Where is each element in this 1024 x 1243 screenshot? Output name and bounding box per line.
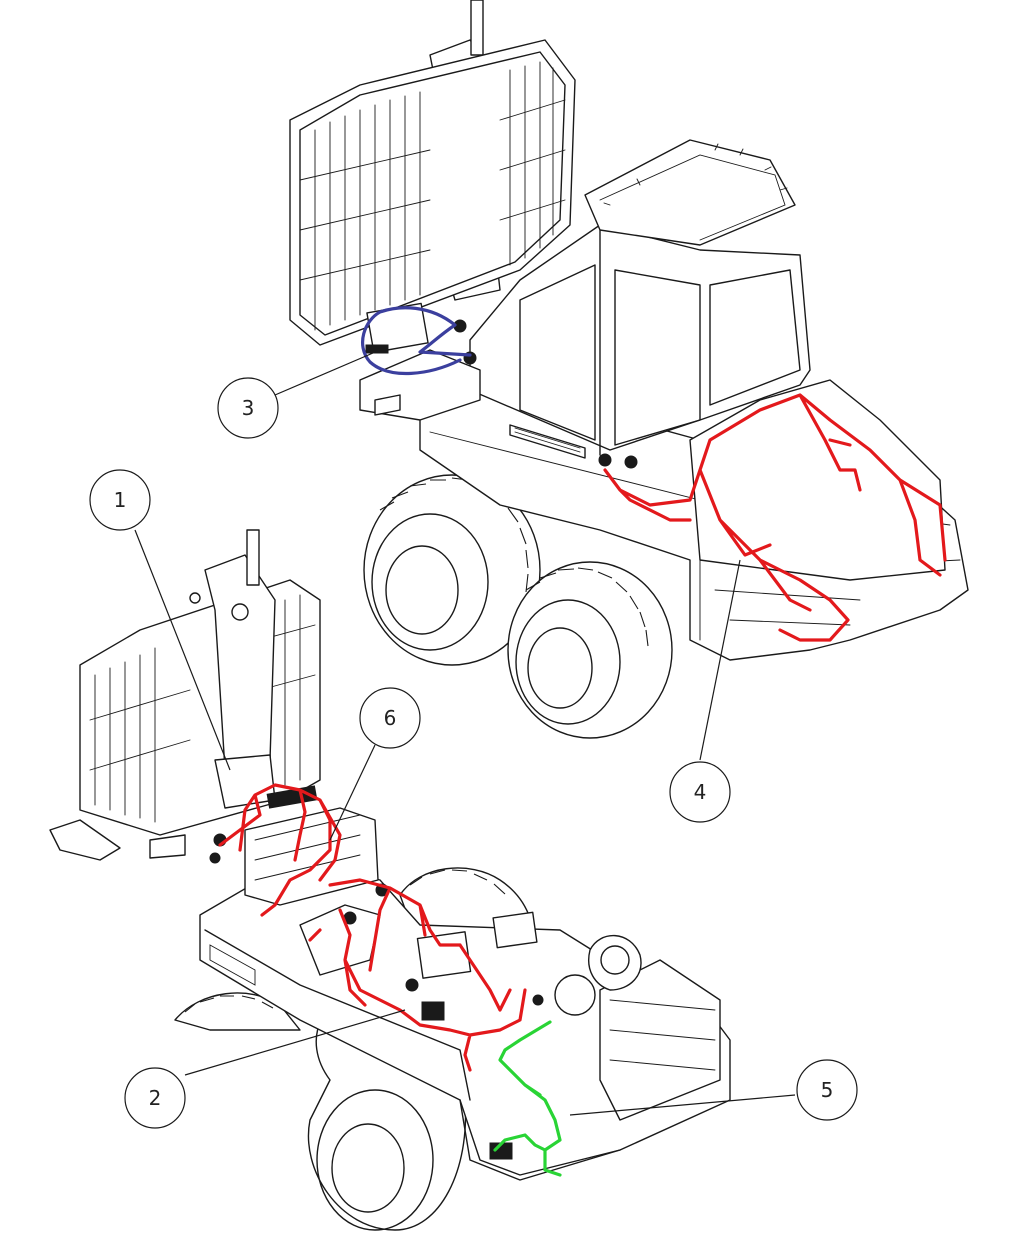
callout-2-label: 2 — [149, 1086, 162, 1110]
harness-3-blue — [360, 306, 472, 376]
upper-front-wheel — [507, 561, 673, 739]
callout-1: 1 — [89, 469, 151, 531]
callouts: 1 2 3 4 5 6 — [89, 349, 858, 1129]
leader-1 — [134, 529, 231, 771]
upper-load-grille — [289, 39, 576, 346]
callout-5-label: 5 — [821, 1078, 834, 1102]
callout-2: 2 — [124, 1067, 186, 1129]
lower-engine-block — [599, 959, 721, 1121]
upper-cab — [469, 224, 811, 451]
callout-4: 4 — [669, 761, 731, 823]
harness-5-green — [493, 1020, 562, 1177]
upper-rear-wheel — [363, 474, 541, 666]
callout-1-label: 1 — [114, 488, 127, 512]
lower-machine-view — [49, 529, 731, 1231]
leader-4 — [699, 559, 741, 761]
callout-5: 5 — [796, 1059, 858, 1121]
callout-3-label: 3 — [242, 396, 255, 420]
upper-machine-view — [289, 0, 969, 739]
leader-6 — [329, 744, 376, 841]
callout-3: 3 — [217, 377, 279, 439]
harness-1-2-6-red — [218, 783, 527, 1072]
leader-3 — [274, 349, 381, 396]
upper-engine-hood — [689, 379, 946, 581]
callout-4-label: 4 — [694, 780, 707, 804]
callout-6-label: 6 — [384, 706, 397, 730]
leader-5 — [569, 1094, 796, 1116]
callout-6: 6 — [359, 687, 421, 749]
leader-2 — [184, 1009, 406, 1076]
harness-4-red — [603, 393, 947, 642]
